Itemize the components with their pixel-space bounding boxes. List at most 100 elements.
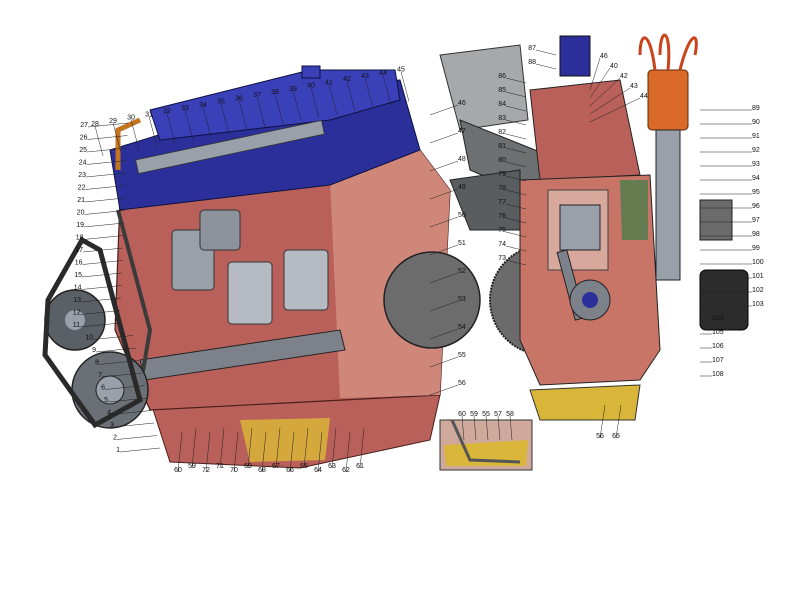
callout-leader <box>328 84 338 115</box>
callout-leader <box>382 74 392 105</box>
crankcase-breather-hose <box>115 117 142 170</box>
callout-number: 50 <box>458 212 466 219</box>
right-engine-view <box>439 33 749 421</box>
callout-leader <box>429 104 459 116</box>
callout-leader <box>473 415 477 441</box>
callout-number: 86 <box>498 73 506 80</box>
callout-leader <box>589 97 641 123</box>
cross-section-oil-pan <box>529 384 641 421</box>
callout-number: 76 <box>498 213 506 220</box>
callout-leader <box>83 222 125 228</box>
callout-leader <box>497 415 501 441</box>
callout-leader <box>82 260 123 265</box>
fuel-pump <box>699 199 733 241</box>
callout-leader <box>589 67 611 99</box>
callout-leader <box>148 116 158 147</box>
callout-leader <box>505 175 527 182</box>
callout-number: 4 <box>107 410 111 417</box>
callout-number: 87 <box>528 45 536 52</box>
callout-number: 64 <box>314 467 322 474</box>
callout-number: 75 <box>498 227 506 234</box>
callout-leader <box>80 297 122 303</box>
callout-leader <box>429 272 459 284</box>
callout-number: 79 <box>498 171 506 178</box>
callout-number: 107 <box>712 357 724 364</box>
callout-leader <box>505 189 527 196</box>
callout-leader <box>110 410 152 415</box>
callout-number: 56 <box>596 433 604 440</box>
callout-number: 61 <box>356 463 364 470</box>
callout-number: 66 <box>286 467 294 474</box>
callout-number: 42 <box>620 73 628 80</box>
callout-number: 29 <box>109 118 117 125</box>
callout-number: 47 <box>458 128 466 135</box>
callout-leader <box>429 300 459 312</box>
callout-number: 96 <box>752 203 760 210</box>
callout-number: 94 <box>752 175 760 182</box>
callout-number: 51 <box>458 240 466 247</box>
callout-leader <box>238 100 248 131</box>
callout-number: 44 <box>379 70 387 77</box>
callout-number: 16 <box>75 260 83 267</box>
callout-number: 43 <box>630 83 638 90</box>
callout-leader <box>220 103 230 134</box>
callout-number: 99 <box>752 245 760 252</box>
callout-number: 58 <box>506 411 514 418</box>
callout-number: 44 <box>640 93 648 100</box>
callout-leader <box>80 310 121 315</box>
callout-leader <box>359 427 365 469</box>
callout-leader <box>429 188 459 200</box>
callout-number: 5 <box>104 397 108 404</box>
callout-number: 48 <box>458 156 466 163</box>
callout-leader <box>81 272 123 278</box>
callout-leader <box>184 109 194 141</box>
callout-leader <box>86 160 127 165</box>
callout-number: 85 <box>498 87 506 94</box>
callout-number: 73 <box>498 255 506 262</box>
callout-number: 17 <box>75 247 83 254</box>
callout-number: 33 <box>181 105 189 112</box>
callout-leader <box>104 385 146 390</box>
callout-number: 108 <box>712 371 724 378</box>
callout-number: 95 <box>752 189 760 196</box>
callout-leader <box>86 147 128 153</box>
callout-number: 63 <box>328 463 336 470</box>
callout-number: 1 <box>116 447 120 454</box>
callout-number: 71 <box>216 463 224 470</box>
callout-number: 106 <box>712 343 724 350</box>
callout-leader <box>166 113 176 144</box>
fan-belt <box>42 236 143 429</box>
callout-number: 8 <box>95 360 99 367</box>
callout-number: 77 <box>498 199 506 206</box>
callout-number: 19 <box>76 222 84 229</box>
callout-number: 3 <box>110 422 114 429</box>
callout-leader <box>505 203 527 210</box>
callout-number: 98 <box>752 231 760 238</box>
callout-number: 21 <box>77 197 85 204</box>
callout-number: 54 <box>458 324 466 331</box>
callout-number: 40 <box>307 83 315 90</box>
callout-leader <box>505 147 527 154</box>
callout-number: 32 <box>163 108 171 115</box>
pistons <box>171 209 329 325</box>
callout-leader <box>112 122 122 153</box>
callout-leader <box>317 431 323 473</box>
callout-leader <box>113 422 155 428</box>
callout-leader <box>364 77 374 109</box>
callout-leader <box>535 49 557 56</box>
callout-leader <box>95 347 137 353</box>
callout-number: 38 <box>271 89 279 96</box>
callout-number: 82 <box>498 129 506 136</box>
callout-leader <box>83 235 124 240</box>
callout-leader <box>429 160 459 172</box>
callout-number: 70 <box>230 467 238 474</box>
callout-leader <box>92 335 134 340</box>
callout-number: 59 <box>470 411 478 418</box>
callout-number: 65 <box>612 433 620 440</box>
callout-leader <box>84 210 125 215</box>
callout-number: 25 <box>79 147 87 154</box>
callout-number: 37 <box>253 92 261 99</box>
callout-number: 10 <box>85 335 93 342</box>
callout-number: 93 <box>752 161 760 168</box>
exhaust-manifold <box>449 169 521 231</box>
